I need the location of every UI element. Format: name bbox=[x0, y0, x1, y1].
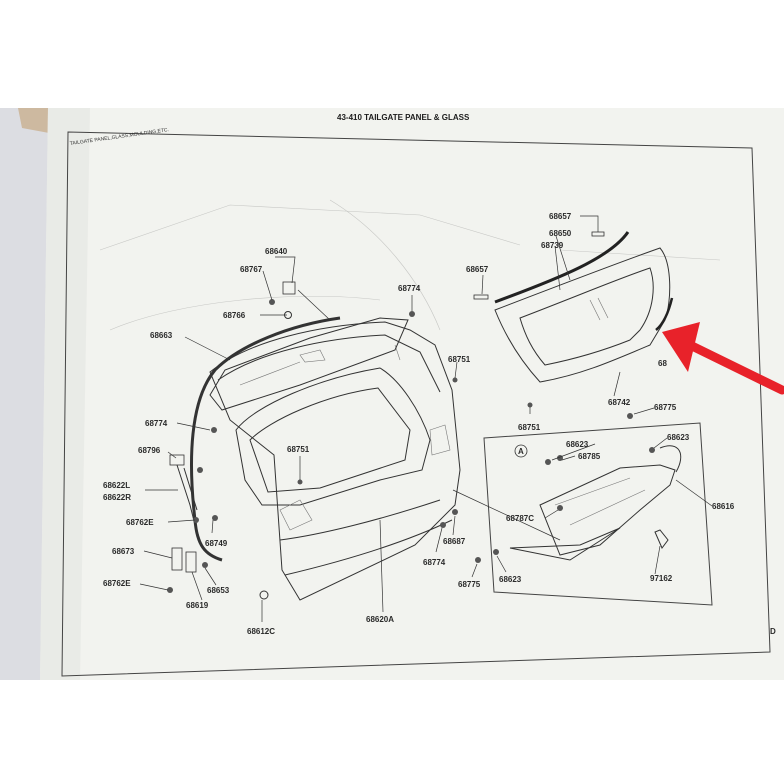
red-arrow bbox=[662, 322, 784, 395]
tailgate-panel bbox=[209, 321, 461, 601]
part-label: 68616 bbox=[712, 502, 735, 511]
part-label: 68622L bbox=[103, 481, 130, 490]
part-label: 97162 bbox=[650, 574, 673, 583]
part-label: 68739 bbox=[541, 241, 564, 250]
glass-moulding-upper bbox=[494, 231, 630, 304]
background-sketch bbox=[99, 199, 721, 331]
part-label: 68623 bbox=[667, 433, 690, 442]
garnish-moulding bbox=[509, 445, 682, 561]
detail-box bbox=[483, 422, 713, 606]
part-label: 68650 bbox=[549, 229, 572, 238]
part-label: 68640 bbox=[265, 247, 288, 256]
part-label: 68762E bbox=[103, 579, 131, 588]
part-label: 68612C bbox=[247, 627, 275, 636]
part-label: 68774 bbox=[398, 284, 421, 293]
part-label: 68749 bbox=[205, 539, 228, 548]
upper-spoiler bbox=[209, 317, 409, 411]
callout-circle-label: A bbox=[518, 447, 524, 456]
part-label: 68 bbox=[658, 359, 667, 368]
part-label: 68775 bbox=[458, 580, 481, 589]
part-label: 68663 bbox=[150, 331, 173, 340]
corner-mark: D bbox=[770, 627, 776, 636]
part-label: 68767 bbox=[240, 265, 263, 274]
glass-moulding-side bbox=[655, 297, 674, 331]
part-label: 68774 bbox=[145, 419, 168, 428]
callout-circle bbox=[514, 444, 528, 458]
part-label: 68785 bbox=[578, 452, 601, 461]
part-label: 68751 bbox=[448, 355, 471, 364]
hardware-parts bbox=[167, 231, 655, 600]
catalog-page bbox=[40, 108, 784, 680]
part-labels: 68640 68767 68766 68663 68774 68774 6875… bbox=[103, 212, 735, 636]
part-label: 68623 bbox=[566, 440, 589, 449]
part-label: 68751 bbox=[518, 423, 541, 432]
part-label: 68787C bbox=[506, 514, 534, 523]
part-label: 68619 bbox=[186, 601, 209, 610]
part-label: 68653 bbox=[207, 586, 230, 595]
part-label: 68775 bbox=[654, 403, 677, 412]
weatherstrip-seal bbox=[190, 316, 341, 521]
part-label: 68774 bbox=[423, 558, 446, 567]
diagram-frame bbox=[61, 131, 771, 677]
part-label: 68673 bbox=[112, 547, 135, 556]
part-label: 68657 bbox=[549, 212, 572, 221]
part-label: 68766 bbox=[223, 311, 246, 320]
part-label: 68751 bbox=[287, 445, 310, 454]
part-label: 68762E bbox=[126, 518, 154, 527]
part-label: 68657 bbox=[466, 265, 489, 274]
part-label: 68623 bbox=[499, 575, 522, 584]
part-label: 68622R bbox=[103, 493, 131, 502]
part-label: 68687 bbox=[443, 537, 466, 546]
part-label: 68742 bbox=[608, 398, 631, 407]
page-title: 43-410 TAILGATE PANEL & GLASS bbox=[337, 113, 470, 122]
part-label: 68620A bbox=[366, 615, 394, 624]
leader-lines bbox=[139, 215, 713, 622]
part-label: 68796 bbox=[138, 446, 161, 455]
